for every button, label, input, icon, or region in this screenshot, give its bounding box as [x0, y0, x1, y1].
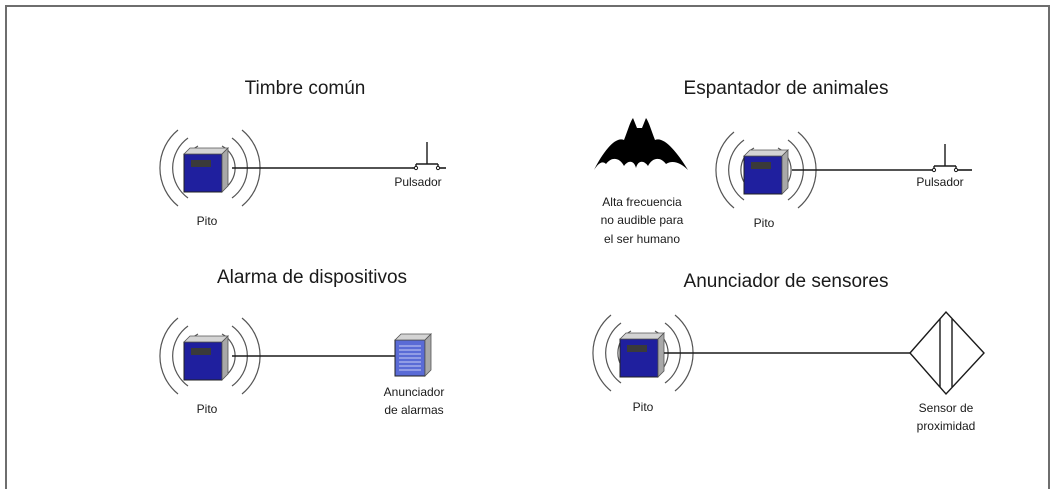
buzzer-icon — [183, 335, 229, 381]
proximity-sensor-icon — [909, 310, 985, 396]
sensor-label-line-1: Sensor de — [919, 401, 974, 415]
note-line-2: no audible para — [601, 213, 684, 227]
buzzer-icon — [743, 149, 789, 195]
panel-title-espantador: Espantador de animales — [684, 78, 889, 99]
panel-title-anunciador: Anunciador de sensores — [684, 271, 889, 292]
buzzer-label: Pito — [633, 400, 654, 414]
buzzer-label: Pito — [754, 216, 775, 230]
buzzer-label: Pito — [197, 402, 218, 416]
panel-title-alarma: Alarma de dispositivos — [217, 267, 407, 288]
annunciator-label-line-2: de alarmas — [384, 403, 443, 417]
diagram-frame — [5, 5, 1050, 489]
buzzer-icon — [619, 332, 665, 378]
sensor-label-line-2: proximidad — [917, 419, 976, 433]
button-label: Pulsador — [916, 175, 963, 189]
note-line-1: Alta frecuencia — [602, 195, 682, 209]
note-line-3: el ser humano — [604, 232, 680, 246]
buzzer-label: Pito — [197, 214, 218, 228]
bat-icon — [594, 118, 688, 170]
buzzer-icon — [183, 147, 229, 193]
panel-title-timbre: Timbre común — [245, 78, 366, 99]
button-label: Pulsador — [394, 175, 441, 189]
annunciator-label-line-1: Anunciador — [384, 385, 445, 399]
push-button-icon — [929, 143, 961, 173]
push-button-icon — [411, 141, 443, 171]
annunciator-icon — [394, 333, 432, 377]
